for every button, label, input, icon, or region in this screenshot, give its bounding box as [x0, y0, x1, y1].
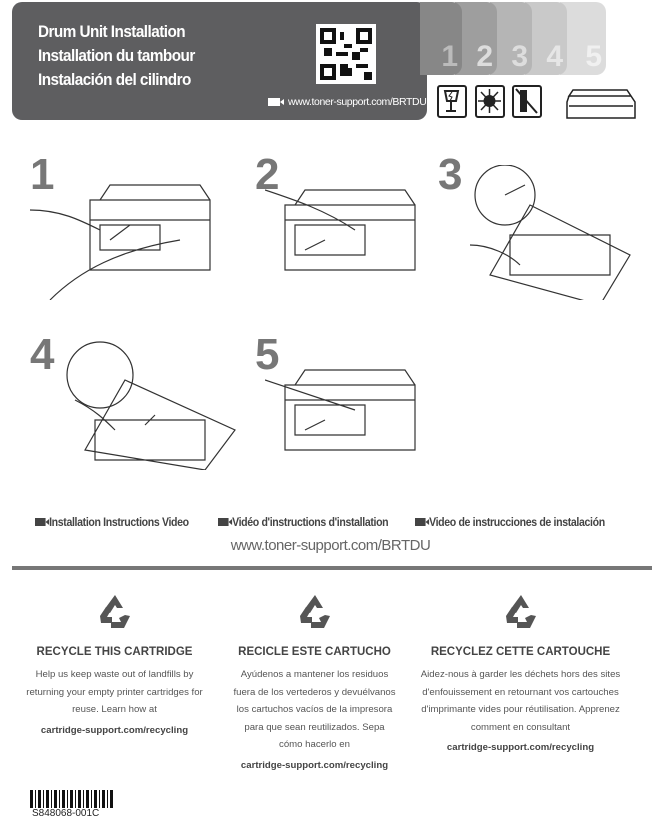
step-4-illustration: [66, 341, 236, 470]
video-link-fr[interactable]: Vidéo d'instructions d'installation: [218, 515, 389, 529]
barcode: [30, 790, 114, 808]
step-number-3: 3: [438, 150, 463, 199]
recycle-text-en: Help us keep waste out of landfills by r…: [26, 669, 203, 715]
recycle-link-fr[interactable]: cartridge-support.com/recycling: [446, 742, 595, 753]
recycle-title-en: RECYCLE THIS CARTRIDGE: [36, 646, 193, 658]
step-2-illustration: [265, 189, 416, 271]
video-link-en[interactable]: Installation Instructions Video: [35, 515, 189, 529]
recycle-column-en: RECYCLE THIS CARTRIDGE Help us keep wast…: [12, 592, 217, 739]
fragile-icon: [437, 85, 467, 118]
step-5-illustration: [265, 369, 416, 451]
video-label-en[interactable]: Installation Instructions Video: [49, 515, 189, 529]
video-label-fr[interactable]: Vidéo d'instructions d'installation: [232, 515, 389, 529]
no-upright-icon: [512, 85, 542, 118]
recycle-title-fr: RECYCLEZ CETTE CARTOUCHE: [430, 646, 611, 658]
step-number-4: 4: [30, 330, 55, 379]
tab-step-1: 1: [420, 2, 462, 75]
recycle-link-es[interactable]: cartridge-support.com/recycling: [240, 759, 389, 771]
step-number-1: 1: [30, 150, 55, 199]
video-camera-icon: [268, 98, 284, 106]
title-es: Instalación del cilindro: [38, 70, 191, 89]
divider: [12, 566, 652, 570]
header-video-link[interactable]: www.toner-support.com/BRTDU: [268, 96, 427, 108]
tab-step-4: 4: [525, 2, 567, 75]
recycle-title-es: RECICLE ESTE CARTUCHO: [238, 646, 391, 658]
no-light-icon: [475, 85, 505, 118]
video-camera-icon: [415, 518, 430, 526]
qr-code[interactable]: [316, 24, 376, 84]
drum-unit-icon: [565, 86, 637, 125]
video-url[interactable]: www.toner-support.com/BRTDU: [230, 537, 431, 554]
title-fr: Installation du tambour: [38, 46, 195, 65]
video-link-es[interactable]: Video de instrucciones de instalación: [415, 515, 605, 529]
recycle-column-es: RECICLE ESTE CARTUCHO Ayúdenos a mantene…: [212, 592, 417, 774]
recycle-icon: [300, 595, 330, 628]
recycle-text-es: Ayúdenos a mantener los residuos fuera d…: [233, 669, 396, 750]
part-number: S848068-001C: [32, 808, 100, 819]
recycle-icon: [100, 595, 130, 628]
step-number-5: 5: [255, 330, 280, 379]
header-url[interactable]: www.toner-support.com/BRTDU: [288, 96, 427, 108]
video-camera-icon: [35, 518, 50, 526]
video-camera-icon: [218, 518, 233, 526]
tab-step-5: 5: [560, 2, 606, 75]
tab-step-3: 3: [490, 2, 532, 75]
video-label-es[interactable]: Video de instrucciones de instalación: [429, 515, 605, 529]
recycle-text-fr: Aidez-nous à garder les déchets hors des…: [420, 669, 621, 733]
step-3-illustration: [470, 165, 631, 300]
recycle-link-en[interactable]: cartridge-support.com/recycling: [40, 724, 189, 736]
recycle-column-fr: RECYCLEZ CETTE CARTOUCHE Aidez-nous à ga…: [418, 592, 623, 757]
step-1-illustration: [30, 184, 211, 300]
title-en: Drum Unit Installation: [38, 22, 186, 41]
tab-step-2: 2: [455, 2, 497, 75]
recycle-icon: [506, 595, 536, 628]
